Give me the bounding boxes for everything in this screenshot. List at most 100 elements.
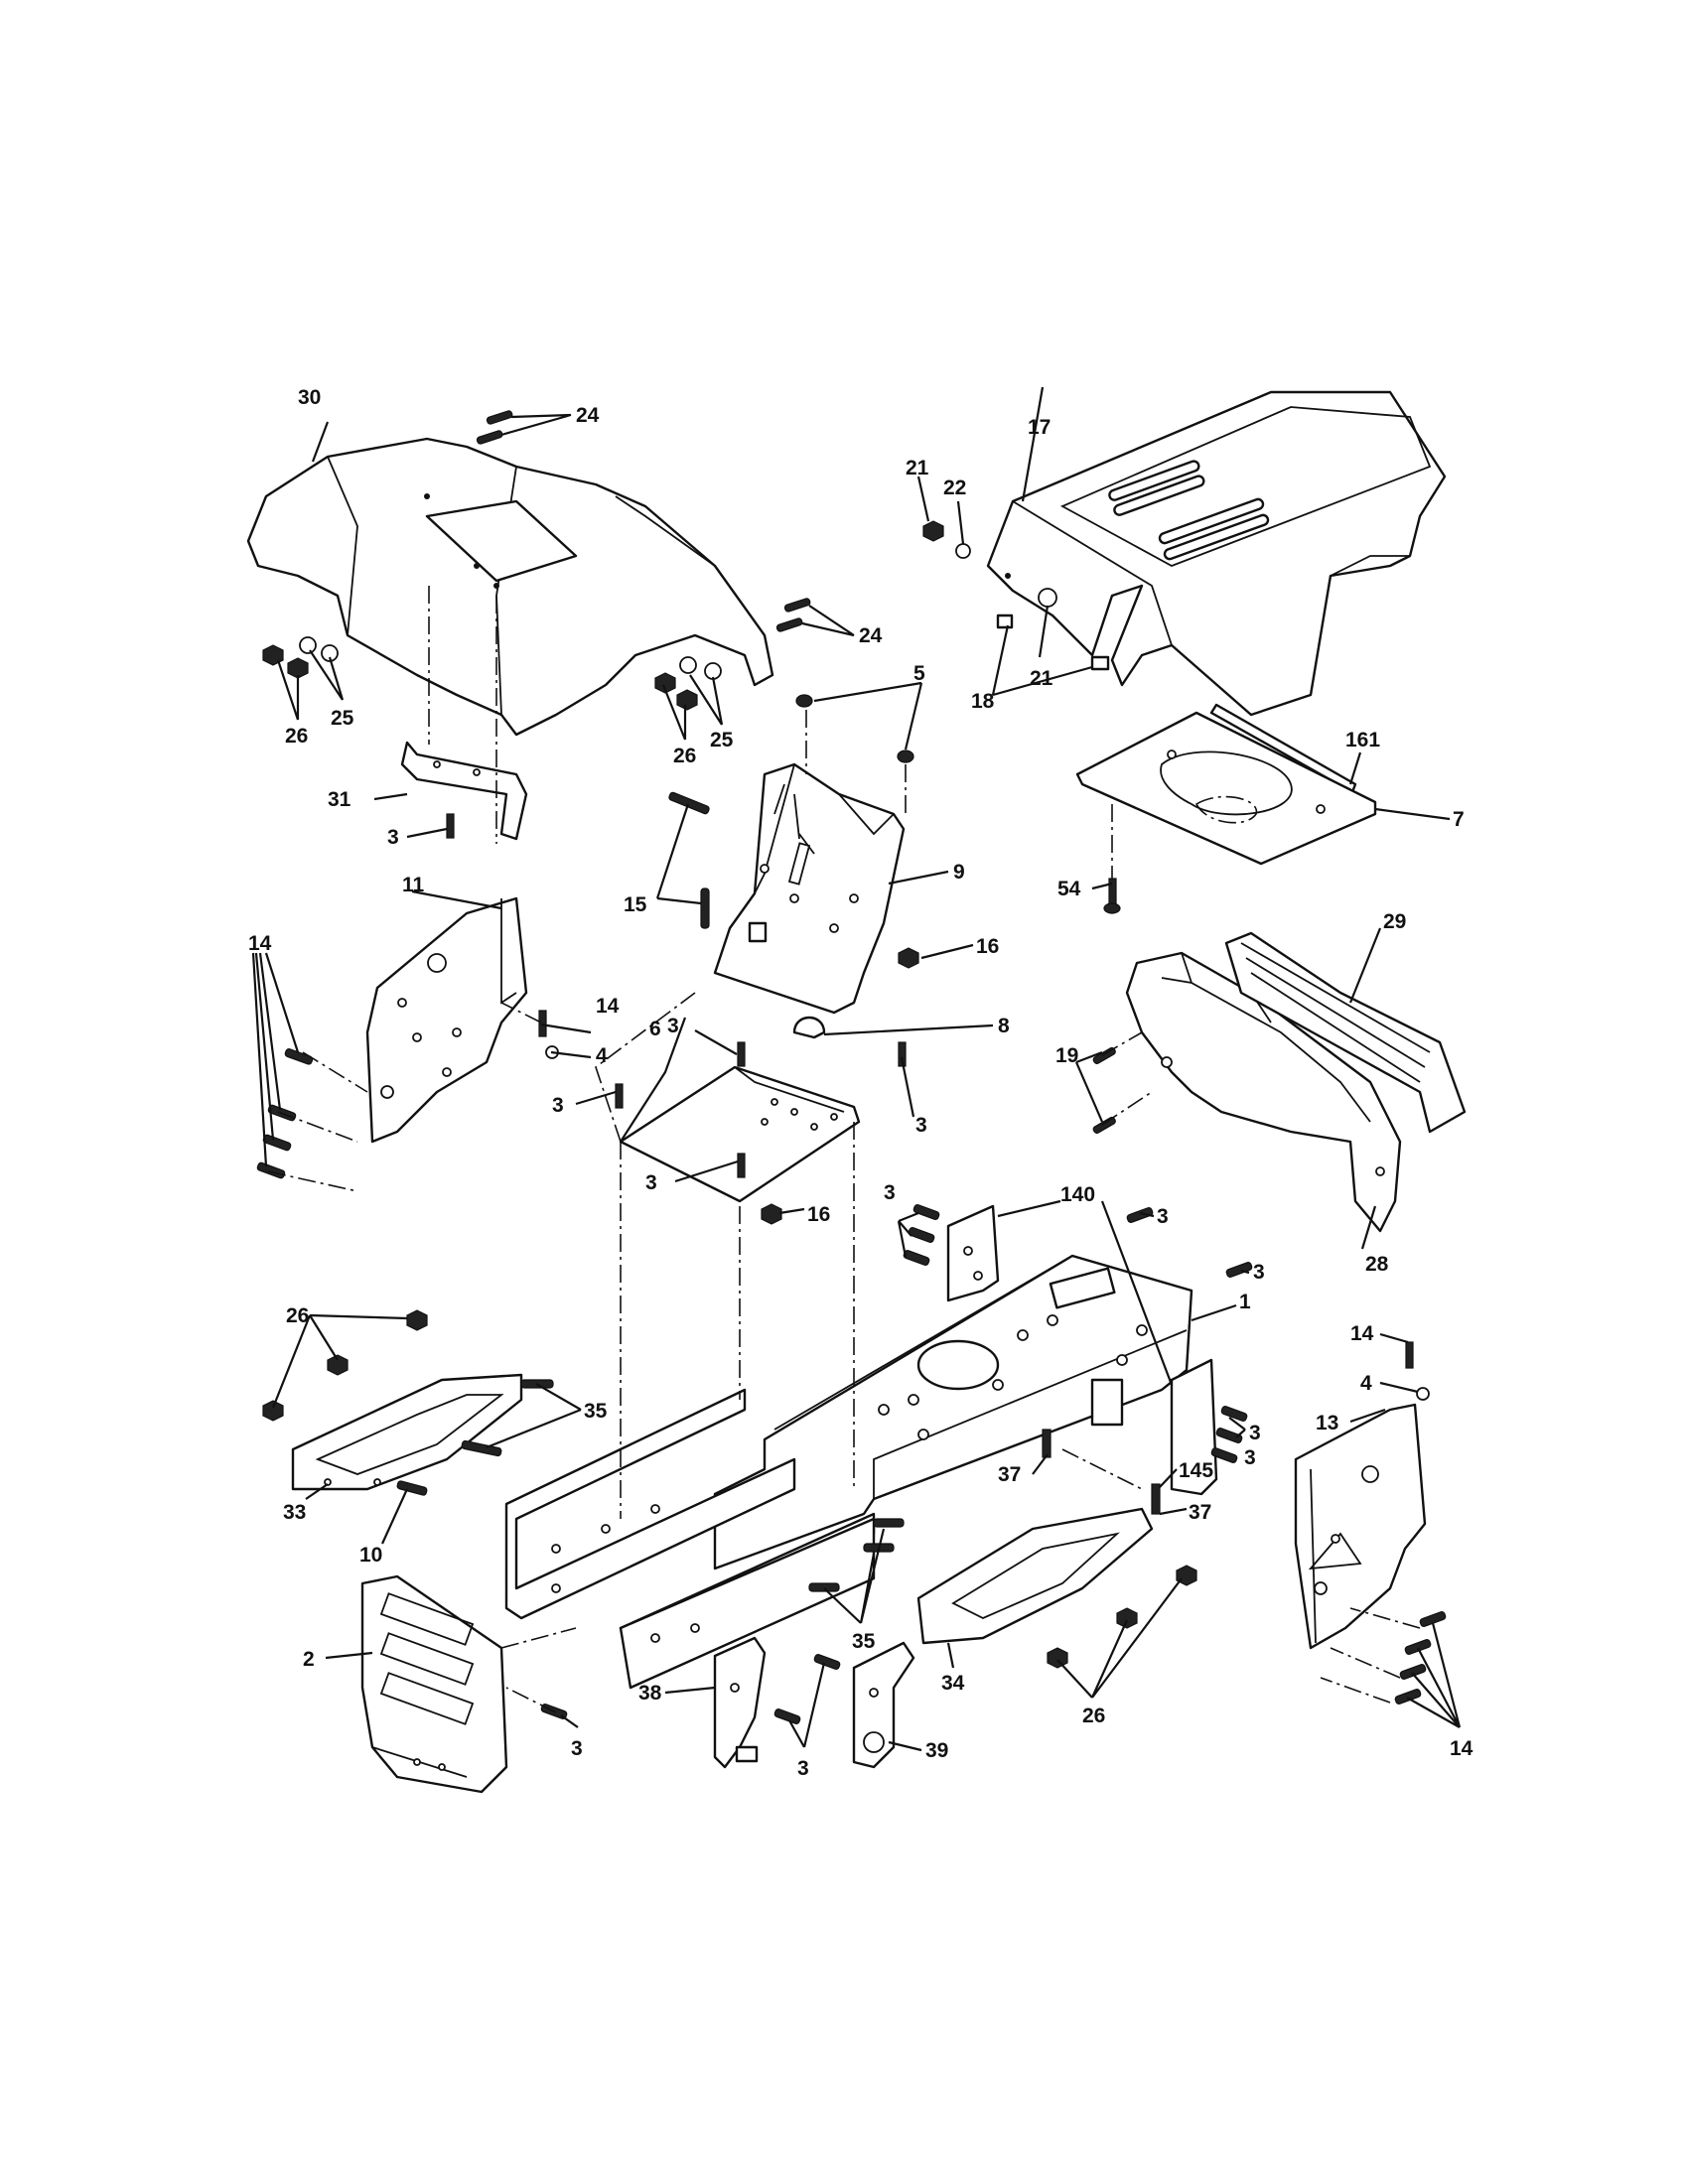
callout-39: 39 bbox=[925, 1739, 948, 1762]
screw-part-24 bbox=[476, 410, 811, 632]
callout-15: 15 bbox=[624, 893, 647, 916]
grille-part-29 bbox=[1224, 931, 1467, 1134]
bolt-part-37-145 bbox=[1042, 1429, 1161, 1515]
callout-16b: 16 bbox=[807, 1203, 830, 1226]
bracket-part-38 bbox=[713, 1636, 767, 1769]
grommet-part-5 bbox=[795, 694, 914, 763]
callout-24: 24 bbox=[576, 404, 600, 427]
callout-37b: 37 bbox=[1189, 1501, 1211, 1524]
callout-54: 54 bbox=[1057, 878, 1081, 900]
frame-part-1 bbox=[713, 1254, 1193, 1570]
plate-part-7 bbox=[1075, 711, 1377, 866]
callout-26d: 26 bbox=[1082, 1705, 1105, 1727]
clip-part-8 bbox=[792, 1016, 826, 1039]
assembly-lines bbox=[267, 586, 1421, 1713]
callout-3j: 3 bbox=[1244, 1446, 1256, 1469]
callout-9: 9 bbox=[953, 861, 965, 884]
callout-140: 140 bbox=[1060, 1183, 1095, 1206]
dash-panel-part-9 bbox=[713, 762, 906, 1015]
grille-housing-part-28 bbox=[1125, 951, 1402, 1233]
callout-3c: 3 bbox=[552, 1094, 564, 1117]
callout-5: 5 bbox=[913, 662, 925, 685]
bracket-part-31 bbox=[400, 741, 528, 841]
callout-31: 31 bbox=[328, 788, 351, 811]
callout-26c: 26 bbox=[286, 1304, 309, 1327]
rear-bracket-part-2 bbox=[360, 1574, 508, 1794]
callout-17: 17 bbox=[1028, 416, 1051, 439]
callout-1: 1 bbox=[1239, 1291, 1251, 1313]
bracket-part-140 bbox=[946, 1204, 1000, 1302]
callout-19: 19 bbox=[1055, 1044, 1078, 1067]
callout-21b: 21 bbox=[1030, 667, 1053, 690]
callout-3k: 3 bbox=[571, 1737, 583, 1760]
callout-145: 145 bbox=[1179, 1459, 1213, 1482]
hood-fasteners-part-21-22-18 bbox=[922, 520, 1110, 671]
nuts-part-26-right bbox=[1047, 1565, 1197, 1669]
bolts-part-35-10 bbox=[396, 1379, 905, 1592]
bracket-part-39 bbox=[852, 1641, 915, 1769]
callout-14: 14 bbox=[248, 932, 272, 955]
plate-part-6 bbox=[619, 1065, 861, 1203]
screws-part-19 bbox=[1092, 1046, 1116, 1134]
bolts-part-3-lower bbox=[773, 1654, 841, 1724]
footrest-part-34 bbox=[916, 1507, 1154, 1645]
callout-34: 34 bbox=[941, 1672, 965, 1695]
leader-lines bbox=[251, 386, 1462, 1752]
callout-16: 16 bbox=[976, 935, 999, 958]
callout-3a: 3 bbox=[387, 826, 399, 849]
callout-25b: 25 bbox=[710, 729, 734, 751]
callout-14c: 14 bbox=[1350, 1322, 1374, 1345]
callout-38: 38 bbox=[638, 1682, 662, 1705]
callout-3d: 3 bbox=[915, 1114, 927, 1137]
bolts-part-3-frame bbox=[903, 1204, 1253, 1463]
callout-labels: 30 24 24 25 26 25 26 31 3 21 22 17 21 18… bbox=[248, 386, 1474, 1780]
callout-37: 37 bbox=[998, 1463, 1021, 1486]
callout-7: 7 bbox=[1453, 808, 1465, 831]
callout-2: 2 bbox=[303, 1648, 315, 1671]
callout-24b: 24 bbox=[859, 624, 883, 647]
callout-22: 22 bbox=[943, 477, 966, 499]
washer-part-25 bbox=[299, 636, 722, 680]
callout-13: 13 bbox=[1316, 1412, 1338, 1434]
callout-4: 4 bbox=[596, 1044, 608, 1067]
callout-29: 29 bbox=[1383, 910, 1406, 933]
callout-4b: 4 bbox=[1360, 1372, 1372, 1395]
callout-14b: 14 bbox=[596, 995, 620, 1018]
callout-8: 8 bbox=[998, 1015, 1010, 1037]
callout-26: 26 bbox=[285, 725, 308, 748]
callout-35b: 35 bbox=[852, 1630, 876, 1653]
callout-3l: 3 bbox=[797, 1757, 809, 1780]
callout-3h: 3 bbox=[1253, 1261, 1265, 1284]
callout-6: 6 bbox=[649, 1018, 661, 1040]
callout-11: 11 bbox=[402, 874, 425, 896]
callout-3g: 3 bbox=[1157, 1205, 1169, 1228]
nut-part-16 bbox=[761, 947, 919, 1225]
callout-10: 10 bbox=[359, 1544, 382, 1567]
callout-25: 25 bbox=[331, 707, 354, 730]
hood-part-17 bbox=[986, 390, 1447, 717]
callout-30: 30 bbox=[298, 386, 321, 409]
callout-3i: 3 bbox=[1249, 1422, 1261, 1444]
callout-35: 35 bbox=[584, 1400, 608, 1423]
bolt-part-15 bbox=[668, 791, 710, 929]
callout-3f: 3 bbox=[884, 1181, 896, 1204]
callout-161: 161 bbox=[1345, 729, 1380, 751]
fender-part-30 bbox=[246, 437, 774, 737]
callout-28: 28 bbox=[1365, 1253, 1389, 1276]
callout-33: 33 bbox=[283, 1501, 306, 1524]
callout-3b: 3 bbox=[667, 1015, 679, 1037]
bracket-front bbox=[1090, 1358, 1218, 1496]
callout-14d: 14 bbox=[1450, 1737, 1474, 1760]
screws-part-3-plate bbox=[446, 813, 907, 1178]
callout-3e: 3 bbox=[645, 1171, 657, 1194]
callout-21: 21 bbox=[906, 457, 929, 479]
callout-18: 18 bbox=[971, 690, 995, 713]
footrest-part-33 bbox=[291, 1373, 523, 1491]
rear-plate bbox=[619, 1517, 876, 1690]
nuts-part-26-left bbox=[262, 1309, 428, 1422]
callout-26b: 26 bbox=[673, 745, 696, 767]
side-panel-part-11 bbox=[365, 896, 528, 1144]
hood-vents bbox=[1108, 460, 1270, 561]
side-panel-part-13 bbox=[1294, 1403, 1427, 1650]
